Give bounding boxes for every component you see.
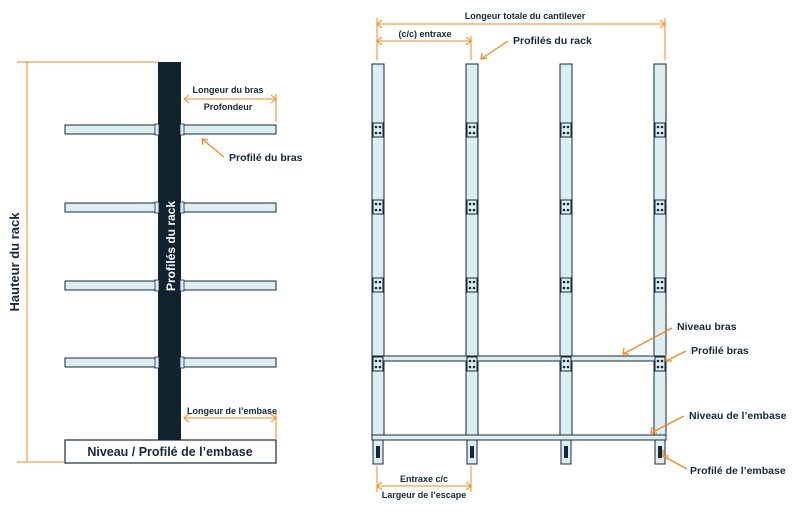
upright-2 bbox=[465, 63, 479, 439]
arm-profile-callout bbox=[201, 138, 225, 158]
arm-level-callout bbox=[622, 327, 673, 355]
left-side-view: Hauteur du rack Niveau / Profilé de l’em… bbox=[7, 61, 303, 464]
arm-level-beam bbox=[371, 355, 667, 362]
feet-bolts bbox=[376, 446, 662, 458]
uprights bbox=[371, 63, 667, 439]
cc-spacing-label: (c/c) entraxe bbox=[398, 29, 451, 39]
arm-length-label: Longeur du bras bbox=[192, 85, 263, 95]
cc-spacing-dimension bbox=[376, 36, 472, 60]
base-length-dimension bbox=[183, 412, 277, 440]
rack-column bbox=[158, 62, 181, 440]
base-level-label: Niveau de l’embase bbox=[689, 410, 787, 422]
base-length-label: Longeur de l’embase bbox=[187, 406, 277, 416]
rack-profiles-label: Profilés du rack bbox=[513, 35, 592, 47]
rack-profiles-callout bbox=[480, 40, 509, 60]
right-front-view: Longeur totale du cantilever (c/c) entra… bbox=[371, 11, 787, 500]
arm-length-dimension bbox=[183, 94, 277, 122]
base-level-profile-label: Niveau / Profilé de l’embase bbox=[87, 445, 252, 459]
rack-profile-label: Profilés du rack bbox=[164, 201, 178, 291]
rack-height-dimension bbox=[17, 61, 158, 463]
arm-connection-clips bbox=[372, 122, 666, 372]
base-profile-callout bbox=[662, 450, 688, 470]
depth-label: Profondeur bbox=[204, 102, 253, 112]
arm-profile-label: Profilé du bras bbox=[229, 152, 303, 164]
bay-width-label: Largeur de l’escape bbox=[382, 490, 467, 500]
spacing-cc-label: Entraxe c/c bbox=[400, 474, 448, 484]
rack-height-label: Hauteur du rack bbox=[7, 212, 22, 312]
total-length-label: Longeur totale du cantilever bbox=[465, 11, 586, 21]
total-length-dimension bbox=[376, 18, 666, 60]
arm-profile-callout-right bbox=[665, 350, 687, 362]
arm-level-label: Niveau bras bbox=[677, 321, 737, 333]
base-level-beam bbox=[371, 434, 667, 441]
arm-brackets bbox=[154, 123, 185, 369]
spacing-cc-dimension bbox=[376, 466, 472, 492]
base-profile-label: Profilé de l’embase bbox=[690, 465, 786, 477]
arm-profile-right-label: Profilé bras bbox=[691, 345, 749, 357]
base-level-callout bbox=[650, 415, 685, 434]
upright-1 bbox=[371, 63, 385, 439]
upright-3 bbox=[559, 63, 573, 439]
base-feet bbox=[372, 439, 666, 465]
upright-4 bbox=[653, 63, 667, 439]
